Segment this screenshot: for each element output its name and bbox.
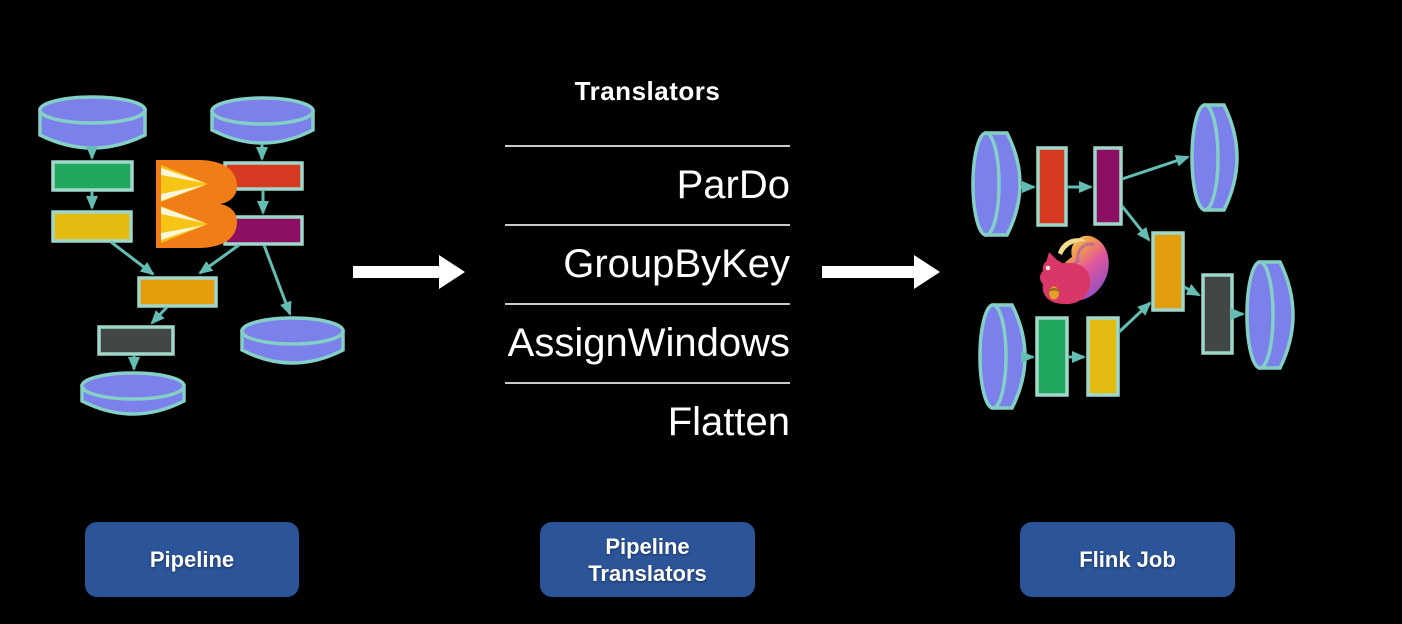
beam-light-streak <box>161 207 205 223</box>
beam-light-streak <box>161 168 205 183</box>
pipeline-translators-caption: Pipeline Translators <box>540 522 755 597</box>
flow-arrow <box>822 255 940 289</box>
translator-item: AssignWindows <box>505 303 790 382</box>
flink-op-gold <box>1086 316 1120 397</box>
squirrel-eye <box>1045 265 1051 271</box>
graph-arrow <box>262 244 292 316</box>
beam-transform-gray <box>97 325 175 356</box>
beam-sink-right-cap <box>240 316 345 346</box>
beam-light-streak <box>161 225 205 240</box>
graph-arrow <box>1117 301 1152 334</box>
flink-source-bottom-cap <box>978 303 1008 410</box>
translators-title: Translators <box>574 76 721 106</box>
beam-source-left-cap <box>38 95 147 125</box>
beam-sink-bottom-cap <box>80 371 186 401</box>
flink-sink-right-cap <box>1245 260 1275 370</box>
pipeline-caption: Pipeline <box>85 522 299 597</box>
pipeline-translators-caption-line2: Translators <box>588 560 707 586</box>
beam-light-streak <box>161 185 205 201</box>
beam-transform-green <box>51 160 134 192</box>
flink-squirrel-logo <box>1040 235 1109 305</box>
squirrel-ear <box>1046 252 1057 263</box>
flink-job-caption: Flink Job <box>1020 522 1235 597</box>
graph-arrow <box>1183 284 1201 297</box>
flink-job-graph <box>971 103 1295 410</box>
graph-arrow <box>150 305 169 325</box>
translator-item: ParDo <box>505 145 790 224</box>
flink-source-top-cap <box>971 131 1001 237</box>
squirrel-tail-tuft <box>1058 238 1086 255</box>
flink-op-gray <box>1201 273 1234 355</box>
pipeline-translators-caption-line1: Pipeline <box>605 533 690 559</box>
flow-arrow <box>353 255 465 289</box>
graph-arrow <box>1120 205 1151 242</box>
flink-job-caption-label: Flink Job <box>1079 547 1176 572</box>
graph-arrow <box>1121 155 1190 181</box>
beam-transform-orange <box>137 276 218 308</box>
flink-op-green <box>1035 316 1069 397</box>
pipeline-caption-label: Pipeline <box>149 547 235 572</box>
graph-arrow <box>198 243 240 275</box>
flink-op-red <box>1036 146 1068 227</box>
beam-source-right-cap <box>210 96 315 126</box>
acorn-cap <box>1048 288 1060 292</box>
beam-pipeline-graph <box>38 95 345 416</box>
flink-op-orange <box>1151 231 1185 312</box>
beam-transform-gold <box>51 210 133 243</box>
graph-arrow <box>110 240 155 276</box>
translator-item: GroupByKey <box>505 224 790 303</box>
beam-transform-purple <box>223 215 304 246</box>
translator-item: Flatten <box>505 382 790 461</box>
flink-op-purple <box>1093 146 1123 226</box>
flink-sink-top-cap <box>1190 103 1220 212</box>
apache-beam-logo <box>156 160 237 248</box>
